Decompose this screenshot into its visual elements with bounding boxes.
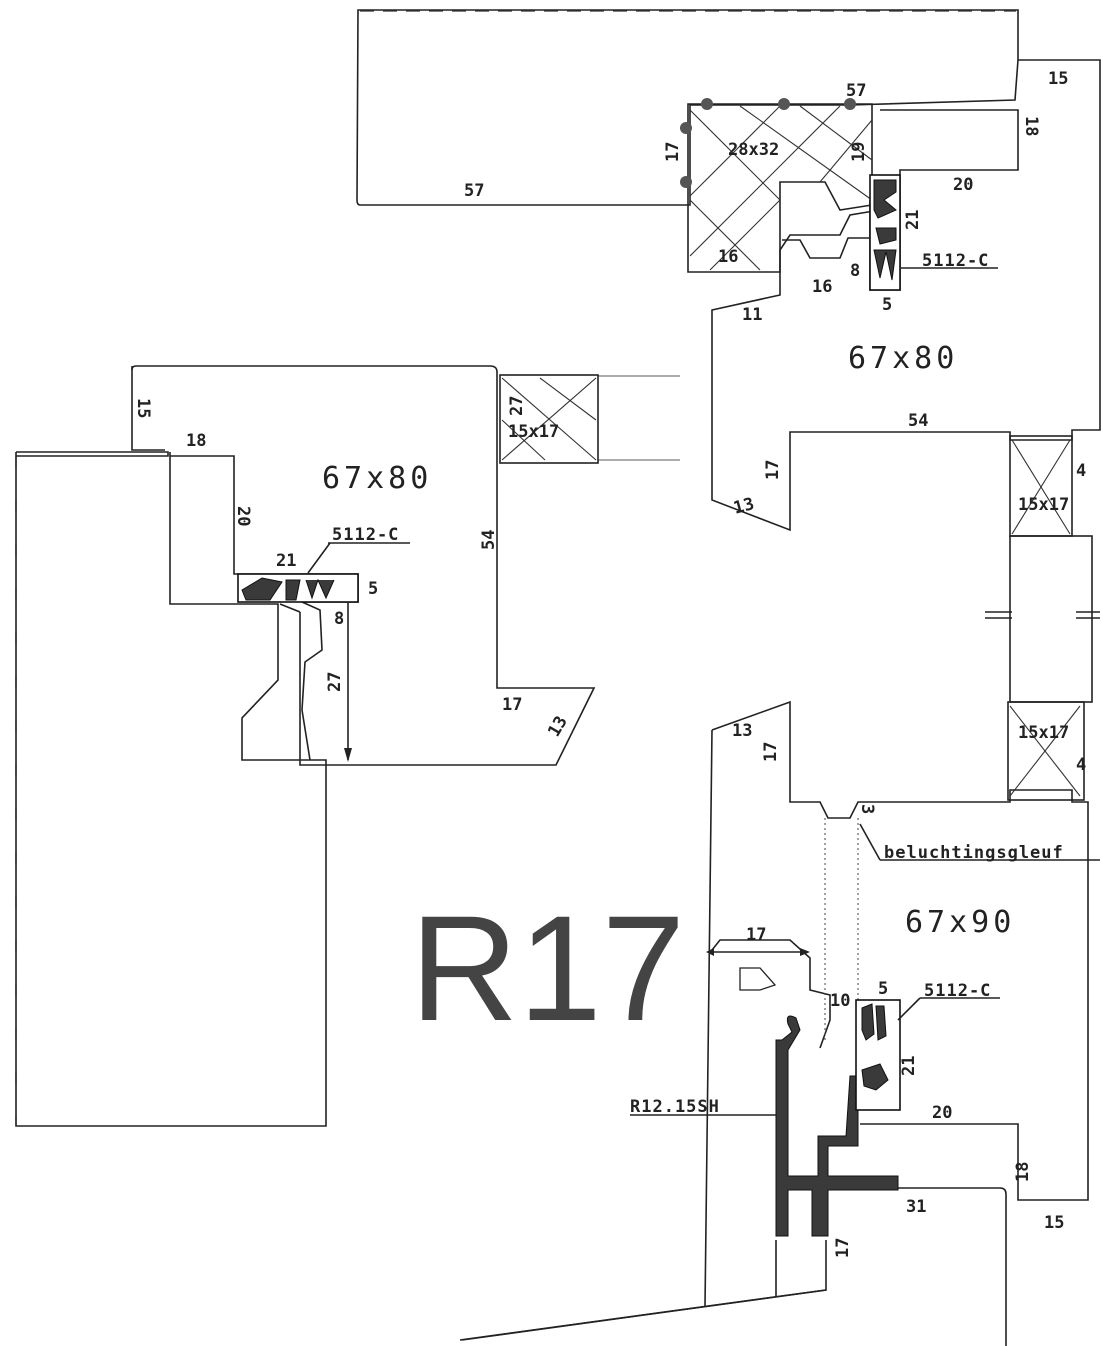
dimension-label: 21 — [899, 1056, 919, 1076]
dimension-label: 8 — [334, 609, 344, 629]
spacer-label-top-right: 15x17 — [1018, 495, 1069, 515]
gasket-code-bottom: 5112-C — [924, 981, 991, 1001]
dimension-label: 8 — [850, 261, 860, 281]
dimension-label: 17 — [746, 925, 766, 945]
dimension-label: 13 — [732, 721, 752, 741]
dimension-label: 5 — [878, 979, 888, 999]
dimension-label: 20 — [953, 175, 973, 195]
dimension-label: 17 — [663, 142, 683, 162]
section-size-bottom: 67x90 — [905, 905, 1015, 940]
labels: R17 67x80 67x80 67x90 28x32 15x17 15x17 … — [133, 69, 1100, 1258]
dimension-label: 18 — [1021, 116, 1041, 136]
dimension-label: 54 — [479, 530, 499, 550]
dimension-label: 27 — [507, 396, 527, 416]
dimension-label: 57 — [846, 81, 866, 101]
gasket-code-top: 5112-C — [922, 251, 989, 271]
glazing-bead-label: 28x32 — [728, 140, 779, 160]
dimension-label: 54 — [908, 411, 928, 431]
dimension-label: 18 — [186, 431, 206, 451]
dimension-label: 10 — [830, 991, 850, 1011]
dimension-label: 17 — [763, 460, 783, 480]
dimension-label: 57 — [464, 181, 484, 201]
profile-code: R12.15SH — [630, 1097, 720, 1117]
dimension-label: 20 — [233, 506, 253, 526]
spacer-label-left: 15x17 — [508, 422, 559, 442]
dimension-label: 27 — [325, 672, 345, 692]
dimension-label: 17 — [833, 1238, 853, 1258]
dimension-label: 18 — [1013, 1162, 1033, 1182]
dimension-label: 20 — [932, 1103, 952, 1123]
bottom-section — [459, 700, 1089, 1346]
dimension-label: 11 — [742, 305, 762, 325]
dimension-label: 31 — [906, 1197, 926, 1217]
dimension-label: 3 — [857, 804, 877, 814]
drawing-title: R17 — [410, 884, 685, 1052]
section-size-left: 67x80 — [322, 461, 432, 496]
dimension-label: 4 — [1076, 755, 1086, 775]
dimension-label: 13 — [544, 713, 572, 741]
dimension-label: 15 — [133, 398, 153, 418]
dimension-label: 19 — [849, 142, 869, 162]
dimension-label: 5 — [368, 579, 378, 599]
dimension-label: 4 — [1076, 461, 1086, 481]
dimension-label: 16 — [812, 277, 832, 297]
dimension-label: 17 — [502, 695, 522, 715]
top-section — [356, 9, 1101, 703]
gasket-code-left: 5112-C — [332, 525, 399, 545]
dimension-label: 16 — [718, 247, 738, 267]
dimension-label: 21 — [276, 551, 296, 571]
dimension-label: 5 — [882, 295, 892, 315]
glazing-bead-hatch — [689, 105, 873, 271]
dimension-label: 15 — [1044, 1213, 1064, 1233]
dimension-label: 21 — [903, 210, 923, 230]
spacer-label-bottom-right: 15x17 — [1018, 723, 1069, 743]
dimension-label: 17 — [761, 742, 781, 762]
section-size-top: 67x80 — [848, 341, 958, 376]
dimension-label: 15 — [1048, 69, 1068, 89]
left-section — [15, 365, 680, 1127]
vent-label: beluchtingsgleuf — [884, 843, 1064, 863]
